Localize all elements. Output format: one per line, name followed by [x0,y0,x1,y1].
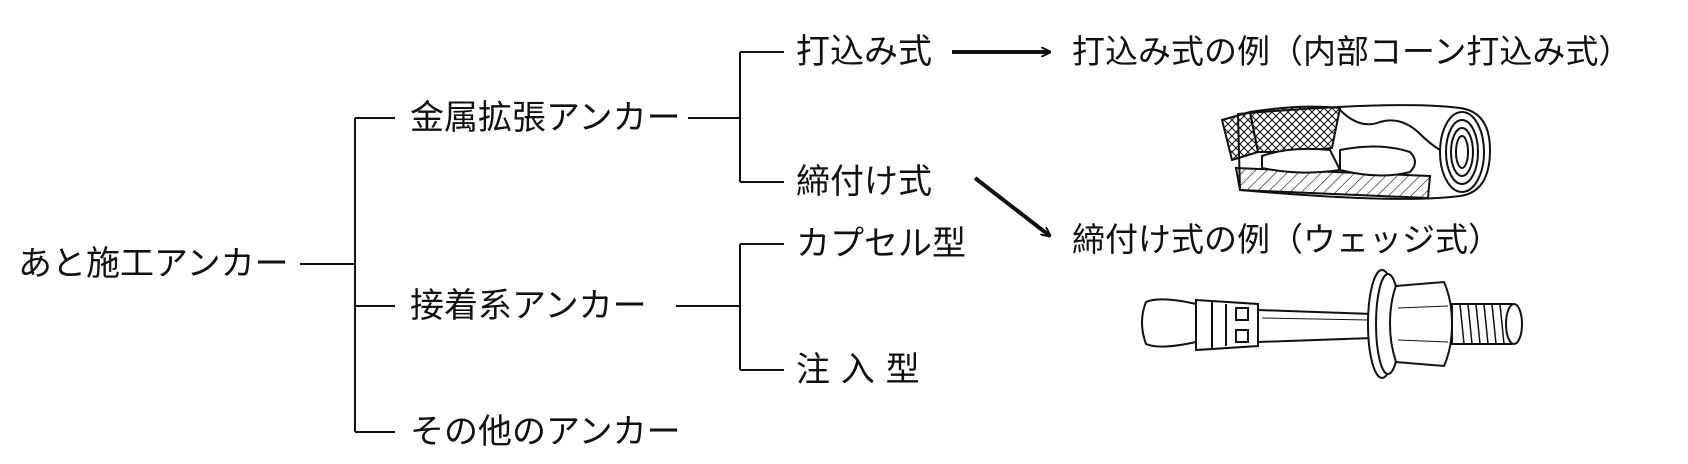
torque-example-label: 締付け式の例（ウェッジ式） [1072,220,1501,259]
torque-label: 締付け式 [796,162,932,202]
internal-cone-anchor-icon [1220,104,1492,200]
capsule-label: カプセル型 [796,224,966,264]
wedge-anchor-icon [1141,269,1523,379]
root-label: あと施工アンカー [18,244,289,284]
adhesive-label: 接着系アンカー [410,286,647,326]
other-anchor-label: その他のアンカー [410,412,681,452]
torque-arrow [973,176,1050,236]
injection-label: 注 入 型 [796,350,920,390]
metal-expansion-label: 金属拡張アンカー [410,98,681,138]
drive-in-label: 打込み式 [796,32,932,72]
drive-in-example-label: 打込み式の例（内部コーン打込み式） [1072,32,1632,71]
